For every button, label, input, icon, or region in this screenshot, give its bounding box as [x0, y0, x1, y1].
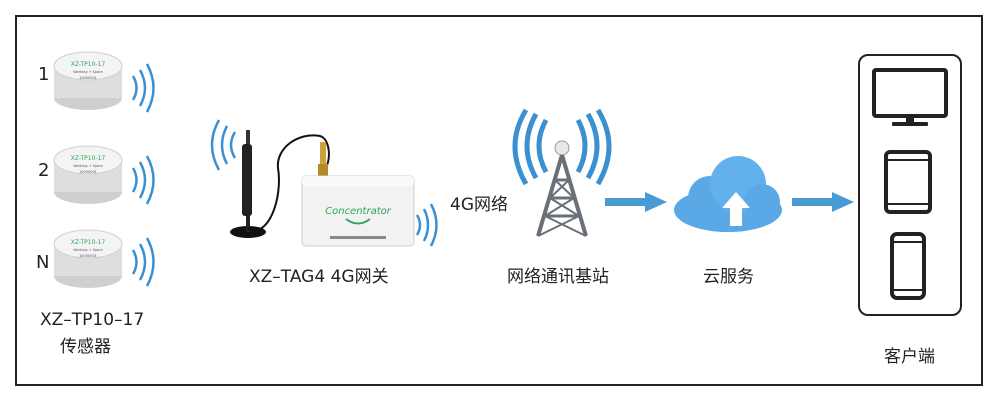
signal-waves-icon: [131, 63, 155, 113]
antenna-connector-icon: [318, 142, 328, 176]
sensor-serial-text: 10000001: [79, 76, 97, 80]
sensor-label-model: XZ–TP10–17: [40, 310, 145, 330]
network-label: 4G网络: [450, 195, 508, 215]
sensor-index: N: [36, 252, 50, 273]
smartphone-icon: [890, 232, 926, 300]
tablet-icon: [884, 150, 932, 214]
sensor-index: 1: [38, 64, 50, 85]
signal-waves-icon: [415, 203, 438, 247]
cloud-icon: [674, 156, 782, 232]
gateway-device-icon: Concentrator: [301, 175, 415, 247]
client-label: 客户端: [884, 347, 935, 367]
sensor-device-icon: XZ-TP10-17 Working + Spare 10000001: [53, 229, 123, 288]
base-station-tower-icon: [512, 108, 612, 237]
client-devices-box: [858, 54, 962, 316]
signal-waves-icon: [131, 237, 155, 287]
sensor-device-icon: XZ-TP10-17 Working + Spare 10000001: [53, 51, 123, 110]
gateway-device-text: Concentrator: [325, 206, 392, 217]
sensor-sub-text: Working + Spare: [73, 70, 103, 74]
diagram-frame: [15, 15, 983, 386]
sensor-model-text: XZ-TP10-17: [71, 61, 106, 68]
signal-waves-icon: [210, 119, 237, 171]
sensor-model-text: XZ-TP10-17: [71, 155, 106, 162]
sensor-index: 2: [38, 160, 50, 181]
base-station-label: 网络通讯基站: [507, 267, 609, 287]
signal-waves-icon: [131, 155, 155, 205]
cloud-label: 云服务: [703, 267, 754, 287]
sensor-model-text: XZ-TP10-17: [71, 239, 106, 246]
sensor-label-name: 传感器: [60, 337, 111, 357]
arrow-right-icon: [792, 192, 854, 212]
gateway-label: XZ–TAG4 4G网关: [249, 267, 389, 287]
sensor-serial-text: 10000001: [79, 254, 97, 258]
sensor-device-icon: XZ-TP10-17 Working + Spare 10000001: [53, 145, 123, 204]
sensor-serial-text: 10000001: [79, 170, 97, 174]
antenna-icon: [230, 130, 330, 238]
monitor-icon: [872, 68, 948, 126]
sensor-sub-text: Working + Spare: [73, 248, 103, 252]
arrow-right-icon: [605, 192, 667, 212]
sensor-sub-text: Working + Spare: [73, 164, 103, 168]
